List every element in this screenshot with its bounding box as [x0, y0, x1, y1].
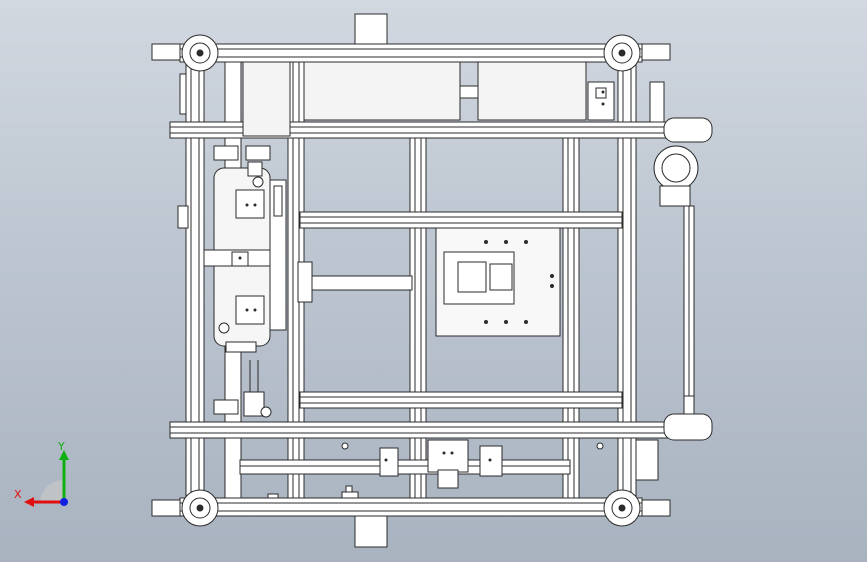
cross-rail-mid	[299, 211, 623, 229]
bottom-mount-tab	[354, 514, 388, 548]
top-cover-center	[303, 61, 461, 121]
corner-bracket-br	[637, 499, 671, 517]
frame-bottom-rail	[179, 497, 643, 517]
actuator-lower-mount	[663, 413, 713, 441]
corner-bracket-bl	[151, 499, 185, 517]
top-cover-left	[242, 61, 291, 137]
inner-post-c	[409, 137, 427, 499]
top-cover-right	[477, 61, 587, 121]
top-mount-tab	[354, 13, 388, 45]
x-axis-label: X	[14, 488, 22, 501]
z-axis-point	[60, 498, 68, 506]
lower-guide-rail	[239, 459, 571, 475]
corner-bracket-tr	[637, 43, 671, 61]
corner-bracket-tl	[151, 43, 185, 61]
cross-rail-lower	[299, 391, 623, 409]
inner-post-d	[562, 137, 580, 499]
lower-motor-block	[427, 439, 469, 473]
y-axis-label: Y	[57, 440, 65, 453]
cross-rail-bottom	[169, 421, 671, 439]
cross-rail-center	[299, 275, 413, 291]
right-actuator-mount	[663, 117, 713, 143]
coordinate-triad: Y X	[14, 440, 69, 507]
frame-top-rail	[179, 43, 643, 63]
